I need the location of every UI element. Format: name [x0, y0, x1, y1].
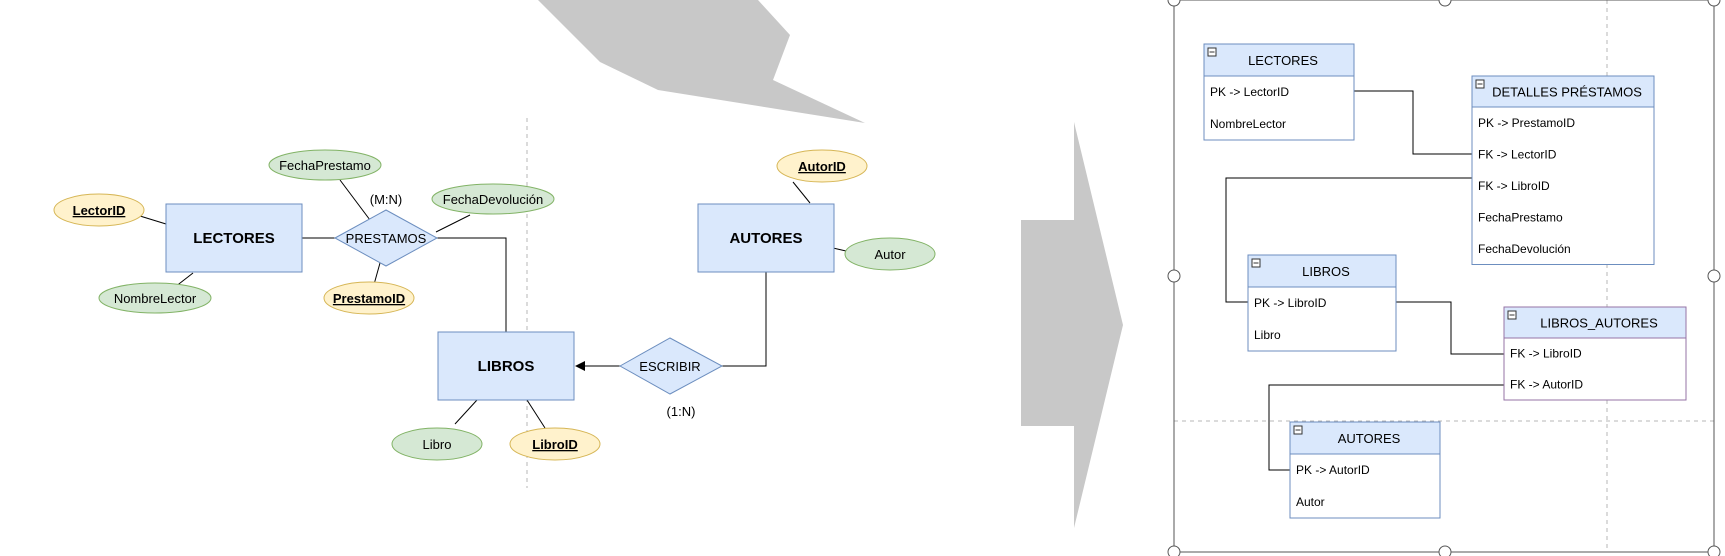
- cardinality-prestamos: (M:N): [370, 192, 403, 207]
- relationship-escribir[interactable]: ESCRIBIR: [618, 337, 724, 395]
- table-libros-title: LIBROS: [1302, 264, 1350, 279]
- key-attribute-autor-id-label: AutorID: [798, 159, 846, 174]
- entity-autores-label: AUTORES: [729, 230, 802, 247]
- entity-lectores-label: LECTORES: [193, 230, 274, 247]
- right-arrow-shape: [1021, 122, 1123, 528]
- relationship-prestamos[interactable]: PRESTAMOS: [333, 209, 439, 267]
- table-libros[interactable]: LIBROS PK -> LibroID Libro: [1247, 254, 1397, 352]
- table-lectores[interactable]: LECTORES PK -> LectorID NombreLector: [1203, 43, 1355, 141]
- entity-lectores[interactable]: LECTORES: [165, 203, 303, 273]
- er-connectors: [139, 179, 847, 429]
- resize-handle-top-right[interactable]: [1707, 0, 1721, 7]
- attribute-nombre-lector-label: NombreLector: [114, 291, 197, 306]
- attribute-libro[interactable]: Libro: [391, 427, 483, 461]
- resize-handle-bottom-center[interactable]: [1438, 545, 1452, 556]
- table-autores-row[interactable]: PK -> AutorID: [1296, 463, 1370, 477]
- table-detalles-prestamos-title: DETALLES PRÉSTAMOS: [1492, 85, 1642, 100]
- schema-connectors: [1225, 90, 1504, 471]
- attribute-fecha-devolucion[interactable]: FechaDevolución: [431, 183, 555, 215]
- collapse-icon[interactable]: [1207, 47, 1217, 57]
- table-libros-autores[interactable]: LIBROS_AUTORES FK -> LibroID FK -> AutorID: [1503, 306, 1687, 401]
- table-lectores-row[interactable]: NombreLector: [1210, 117, 1286, 131]
- table-autores-row[interactable]: Autor: [1296, 495, 1325, 509]
- attribute-autor[interactable]: Autor: [844, 237, 936, 271]
- table-libros-row[interactable]: PK -> LibroID: [1254, 296, 1327, 310]
- relationship-prestamos-label: PRESTAMOS: [346, 231, 427, 246]
- key-attribute-libro-id-label: LibroID: [532, 437, 578, 452]
- table-detalles-prestamos-row[interactable]: FK -> LectorID: [1478, 147, 1557, 161]
- collapse-icon[interactable]: [1251, 258, 1261, 268]
- resize-handle-middle-right[interactable]: [1707, 269, 1721, 283]
- collapse-icon[interactable]: [1293, 425, 1303, 435]
- cardinality-escribir: (1:N): [667, 404, 696, 419]
- resize-handle-top-left[interactable]: [1167, 0, 1181, 7]
- table-detalles-prestamos-row[interactable]: PK -> PrestamoID: [1478, 116, 1575, 130]
- attribute-fecha-devolucion-label: FechaDevolución: [443, 192, 543, 207]
- attribute-autor-label: Autor: [874, 247, 906, 262]
- entity-libros-label: LIBROS: [478, 358, 535, 375]
- table-detalles-prestamos-row[interactable]: FechaDevolución: [1478, 242, 1571, 256]
- key-attribute-prestamo-id[interactable]: PrestamoID: [323, 281, 415, 315]
- table-detalles-prestamos-row[interactable]: FK -> LibroID: [1478, 179, 1550, 193]
- attribute-libro-label: Libro: [423, 437, 452, 452]
- entity-libros[interactable]: LIBROS: [437, 331, 575, 401]
- lightning-shape: [538, 0, 865, 123]
- attribute-nombre-lector[interactable]: NombreLector: [98, 282, 212, 314]
- table-libros-row[interactable]: Libro: [1254, 328, 1281, 342]
- relationship-escribir-label: ESCRIBIR: [639, 359, 700, 374]
- table-detalles-prestamos-row[interactable]: FechaPrestamo: [1478, 210, 1563, 224]
- key-attribute-lector-id-label: LectorID: [73, 203, 126, 218]
- table-lectores-row[interactable]: PK -> LectorID: [1210, 85, 1289, 99]
- schema-tables: LECTORES PK -> LectorID NombreLector DETALL…: [1203, 43, 1687, 519]
- resize-handle-middle-left[interactable]: [1167, 269, 1181, 283]
- resize-handle-top-center[interactable]: [1438, 0, 1452, 7]
- selection-handles[interactable]: [1167, 0, 1721, 556]
- attribute-fecha-prestamo[interactable]: FechaPrestamo: [268, 149, 382, 181]
- table-lectores-title: LECTORES: [1248, 53, 1318, 68]
- table-autores[interactable]: AUTORES PK -> AutorID Autor: [1289, 421, 1441, 519]
- table-autores-title: AUTORES: [1338, 431, 1401, 446]
- key-attribute-autor-id[interactable]: AutorID: [776, 149, 868, 183]
- resize-handle-bottom-left[interactable]: [1167, 545, 1181, 556]
- resize-handle-bottom-right[interactable]: [1707, 545, 1721, 556]
- key-attribute-libro-id[interactable]: LibroID: [509, 427, 601, 461]
- entity-autores[interactable]: AUTORES: [697, 203, 835, 273]
- table-libros-autores-row[interactable]: FK -> LibroID: [1510, 347, 1582, 361]
- collapse-icon[interactable]: [1475, 79, 1485, 89]
- table-libros-autores-title: LIBROS_AUTORES: [1540, 316, 1658, 331]
- table-detalles-prestamos[interactable]: DETALLES PRÉSTAMOS PK -> PrestamoID FK -> …: [1471, 75, 1655, 265]
- attribute-fecha-prestamo-label: FechaPrestamo: [279, 158, 371, 173]
- table-libros-autores-row[interactable]: FK -> AutorID: [1510, 378, 1583, 392]
- key-attribute-lector-id[interactable]: LectorID: [53, 193, 145, 227]
- key-attribute-prestamo-id-label: PrestamoID: [333, 291, 405, 306]
- collapse-icon[interactable]: [1507, 310, 1517, 320]
